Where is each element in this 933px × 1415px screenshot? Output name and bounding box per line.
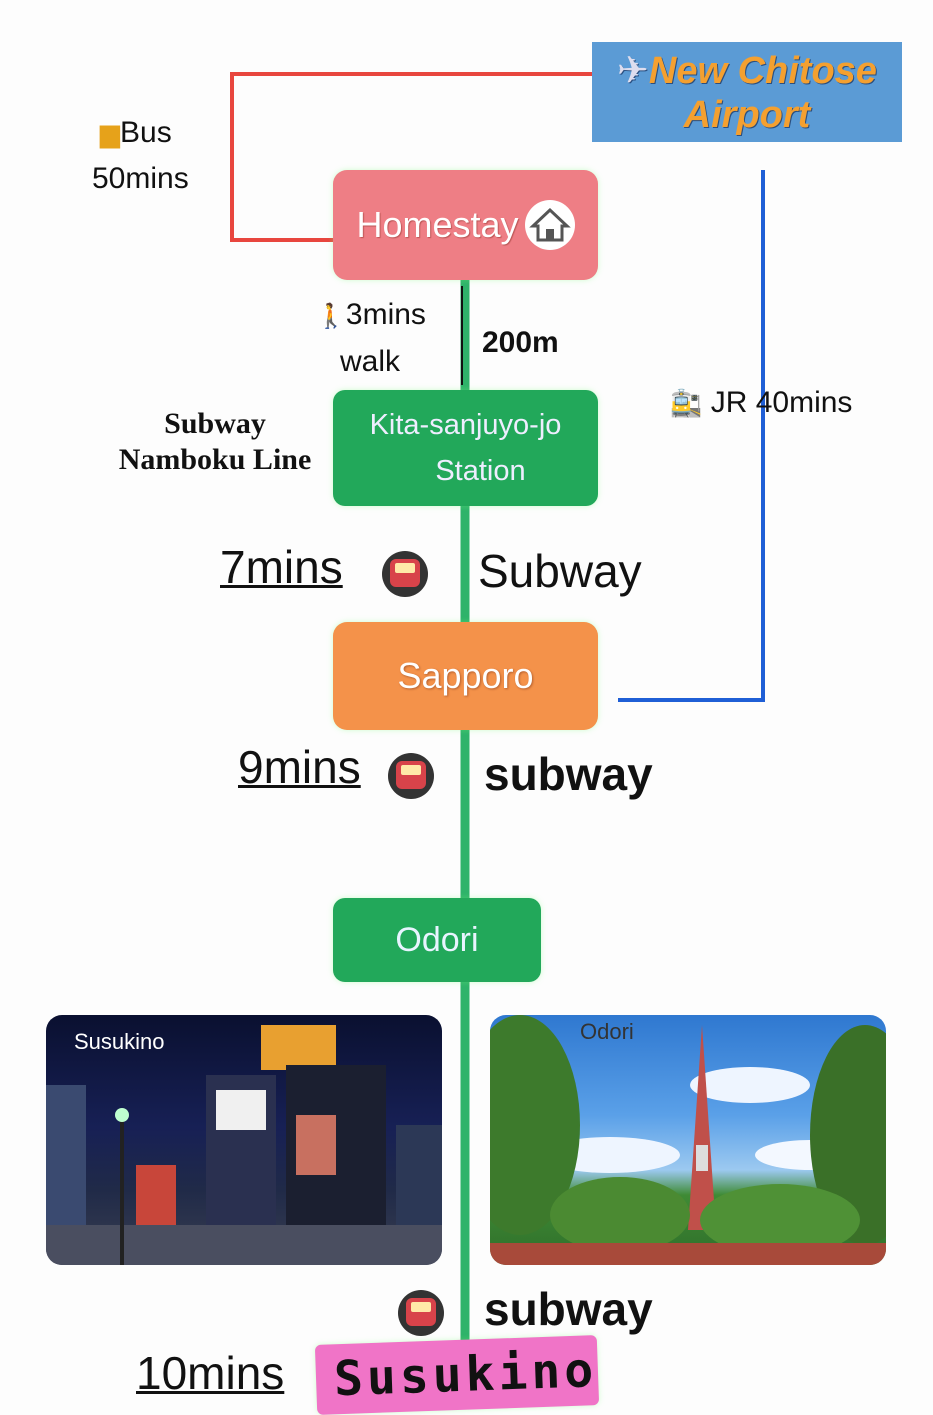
kita-station-node: Kita-sanjuyo-jo Station — [333, 390, 598, 506]
odori-photo: Odori — [490, 1015, 886, 1265]
kita-label-line1: Kita-sanjuyo-jo — [369, 409, 562, 441]
susukino-label: Susukino — [333, 1342, 599, 1408]
airport-label-line1: New Chitose — [648, 49, 877, 92]
sapporo-label: Sapporo — [397, 655, 534, 696]
leg1-time: 7mins — [220, 541, 343, 593]
susukino-station-node: Susukino — [314, 1335, 600, 1415]
susukino-photo-caption: Susukino — [74, 1029, 165, 1054]
susukino-photo: Susukino — [46, 1015, 442, 1265]
bus-icon: ▆ — [100, 119, 120, 149]
subway-icon — [382, 551, 428, 597]
train-icon: 🚉 — [670, 389, 703, 419]
leg3-time: 10mins — [136, 1347, 285, 1399]
bus-route-line — [230, 72, 592, 242]
walk-label: walk — [340, 345, 401, 378]
jr-route-line — [618, 170, 765, 702]
subway-icon — [398, 1290, 444, 1336]
leg2-mode: subway — [484, 748, 653, 800]
bus-label: ▆Bus — [100, 116, 172, 149]
leg1-mode: Subway — [478, 545, 642, 597]
airport-node: ✈New Chitose Airport — [592, 42, 902, 142]
subway-icon — [388, 753, 434, 799]
walk-distance: 200m — [482, 326, 559, 359]
jr-label: 🚉 JR 40mins — [670, 386, 853, 419]
sapporo-station-node: Sapporo — [333, 622, 598, 730]
bus-time: 50mins — [92, 162, 189, 195]
homestay-node: Homestay — [333, 170, 598, 280]
airplane-icon: ✈ — [617, 47, 649, 92]
odori-photo-art — [490, 1015, 886, 1265]
airport-label-line2: Airport — [683, 93, 811, 136]
odori-label: Odori — [395, 920, 479, 959]
odori-station-node: Odori — [333, 898, 541, 982]
homestay-label: Homestay — [356, 204, 519, 245]
leg2-time: 9mins — [238, 741, 361, 793]
walk-time: 🚶3mins — [316, 298, 426, 331]
walking-person-icon: 🚶 — [316, 302, 346, 330]
susukino-photo-art — [46, 1025, 442, 1265]
house-icon — [524, 200, 575, 250]
leg3-mode: subway — [484, 1283, 653, 1335]
odori-photo-caption: Odori — [580, 1019, 634, 1044]
line-name: Subway Namboku Line — [118, 407, 312, 476]
kita-label-line2: Station — [435, 455, 526, 487]
